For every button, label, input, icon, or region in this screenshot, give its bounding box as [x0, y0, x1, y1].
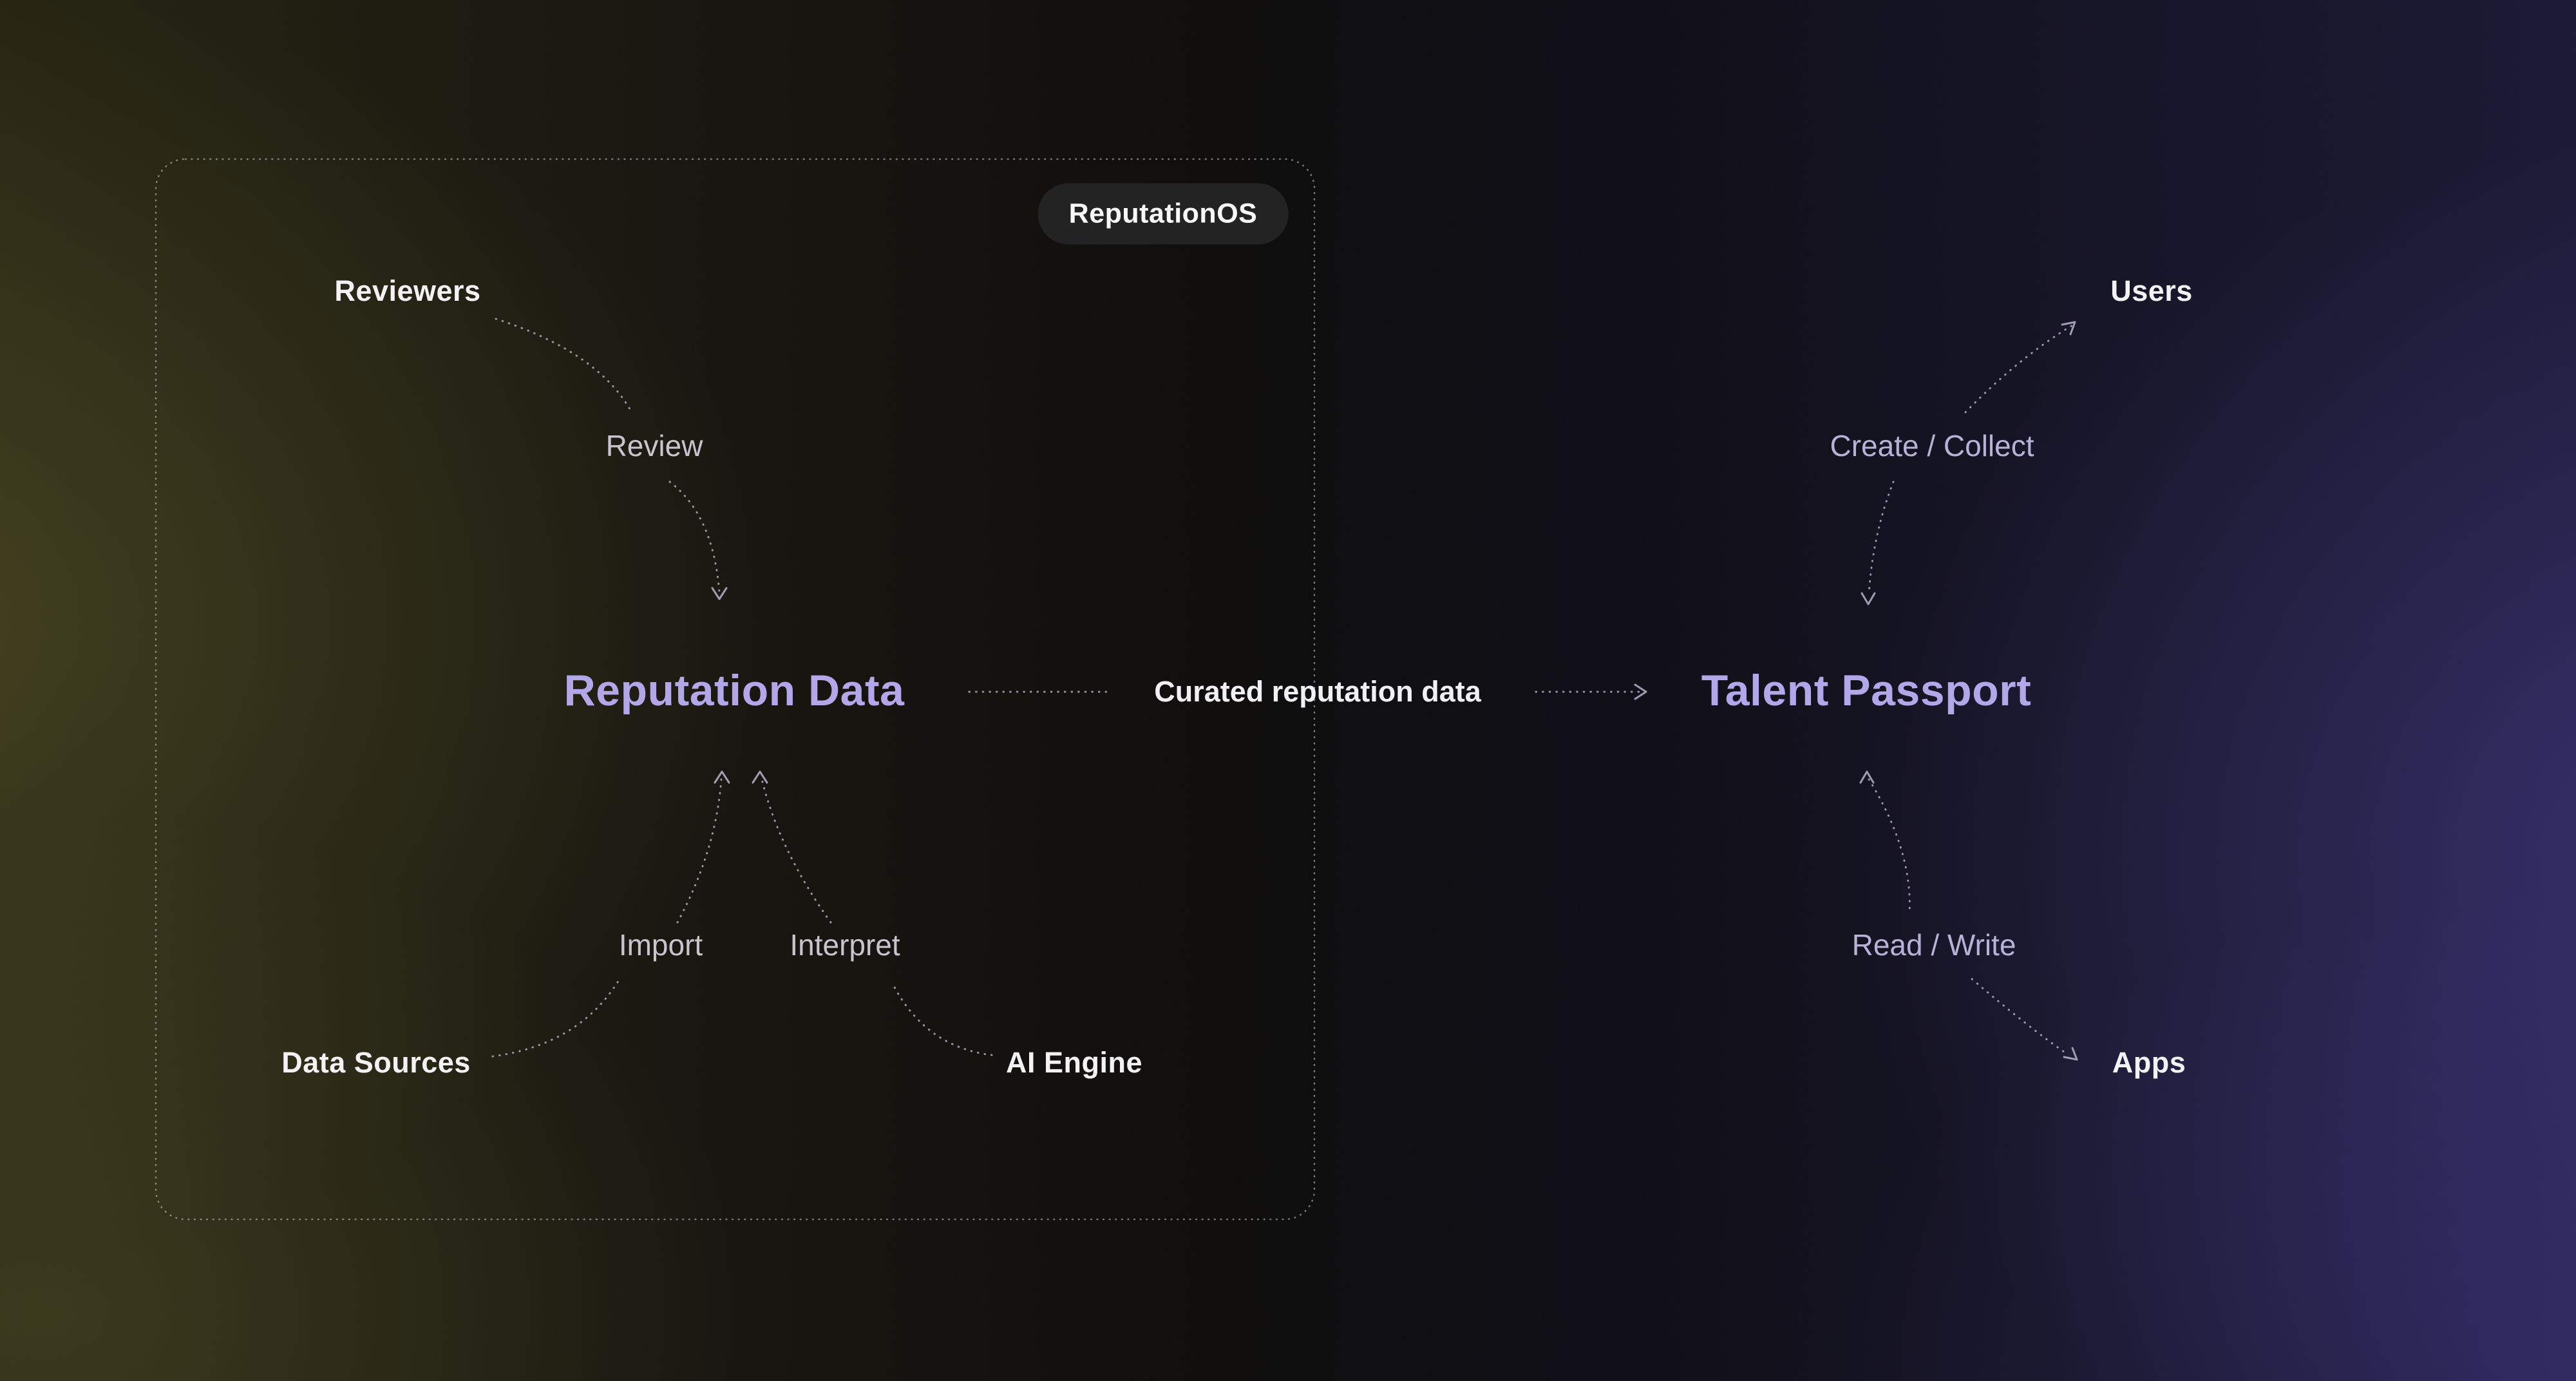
- arrowhead-down-into-talent-passport: [1861, 592, 1876, 605]
- arrow-interpret-to-reputation-data: [761, 778, 832, 924]
- arrow-data-sources-to-import: [491, 978, 621, 1058]
- edge-label-interpret: Interpret: [790, 928, 900, 962]
- node-ai-engine: AI Engine: [1005, 1046, 1143, 1079]
- arrow-read-write-to-apps: [1971, 978, 2067, 1054]
- node-talent-passport: Talent Passport: [1701, 666, 2032, 715]
- node-data-sources: Data Sources: [281, 1046, 471, 1079]
- node-reputation-data: Reputation Data: [564, 666, 905, 715]
- arrow-read-write-to-talent-passport: [1868, 778, 1911, 915]
- connector-label: Curated reputation data: [1154, 675, 1481, 708]
- edge-label-import: Import: [618, 928, 703, 962]
- arrow-ai-engine-to-interpret: [891, 981, 993, 1056]
- arrowhead-into-talent-passport: [1634, 683, 1647, 700]
- node-apps: Apps: [2112, 1046, 2186, 1079]
- edge-label-create-collect: Create / Collect: [1830, 429, 2034, 462]
- arrow-review-to-reputation-data: [668, 481, 721, 594]
- arrowhead-import-into-reputation-data: [714, 770, 730, 784]
- badge-label: ReputationOS: [1068, 198, 1258, 229]
- arrow-reviewers-to-review: [495, 318, 631, 410]
- edge-label-read-write: Read / Write: [1852, 928, 2016, 962]
- arrowhead-interpret-into-reputation-data: [752, 770, 768, 784]
- arrowhead-to-apps: [2063, 1047, 2078, 1061]
- node-reviewers: Reviewers: [334, 274, 481, 307]
- arrowhead-to-users: [2061, 321, 2076, 336]
- arrow-create-collect-to-users: [1964, 324, 2074, 414]
- edge-label-review: Review: [605, 429, 703, 462]
- reputation-os-badge: ReputationOS: [1037, 183, 1289, 245]
- arrowhead-up-into-talent-passport: [1859, 770, 1875, 784]
- arrow-create-collect-to-talent-passport: [1868, 481, 1895, 595]
- node-users: Users: [2110, 274, 2193, 307]
- arrow-import-to-reputation-data: [676, 778, 723, 924]
